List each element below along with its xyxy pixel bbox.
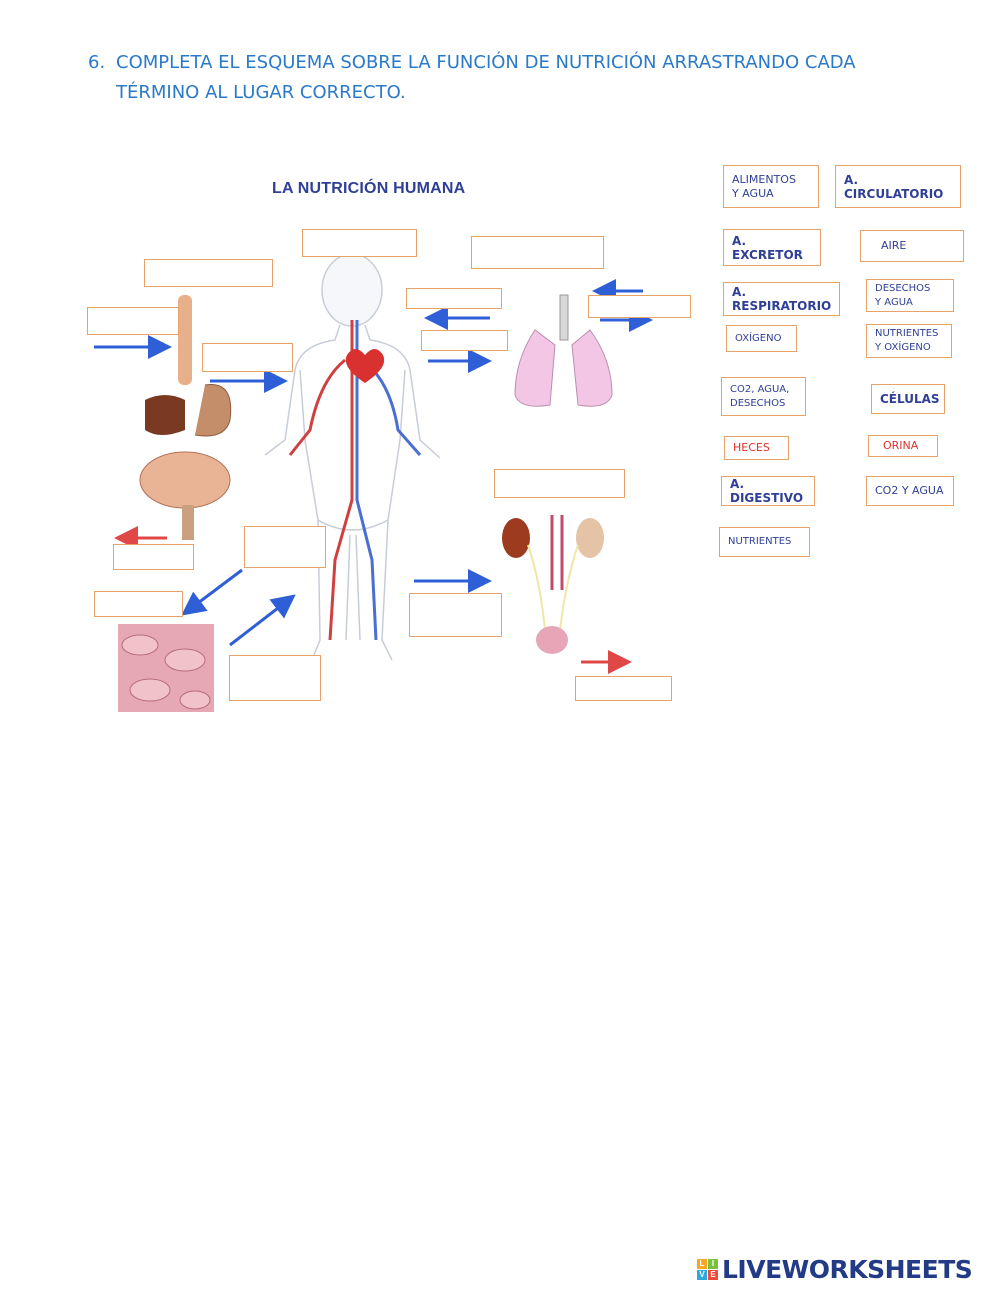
term-a-circulatorio[interactable]: A. CIRCULATORIO: [835, 165, 961, 208]
instruction-number: 6.: [88, 52, 106, 73]
term-co2-agua-desechos[interactable]: CO2, AGUA, DESECHOS: [721, 377, 806, 416]
drop-zone[interactable]: [471, 236, 604, 269]
instruction-text: COMPLETA EL ESQUEMA SOBRE LA FUNCIÓN DE …: [116, 52, 856, 103]
term-aire[interactable]: AIRE: [860, 230, 964, 262]
brand-name: LIVEWORKSHEETS: [722, 1255, 973, 1284]
drop-zone[interactable]: [202, 343, 293, 372]
term-a-respiratorio[interactable]: A. RESPIRATORIO: [723, 282, 840, 316]
digestive-system-illustration: [139, 295, 232, 540]
nutrition-diagram: [94, 253, 653, 712]
arrow-from-cells: [229, 594, 296, 647]
drop-zone[interactable]: [244, 526, 326, 568]
lungs-illustration: [514, 294, 613, 407]
drop-zone[interactable]: [229, 655, 321, 701]
term-a-excretor[interactable]: A. EXCRETOR: [723, 229, 821, 266]
term-alimentos-y-agua[interactable]: ALIMENTOS Y AGUA: [723, 165, 819, 208]
drop-zone[interactable]: [409, 593, 502, 637]
instruction: 6. COMPLETA EL ESQUEMA SOBRE LA FUNCIÓN …: [88, 48, 908, 108]
term-desechos-y-agua[interactable]: DESECHOS Y AGUA: [866, 279, 954, 312]
term-heces[interactable]: HECES: [724, 436, 789, 460]
drop-zone[interactable]: [144, 259, 273, 287]
drop-zone[interactable]: [421, 330, 508, 351]
term-celulas[interactable]: CÉLULAS: [871, 384, 945, 414]
drop-zone[interactable]: [94, 591, 183, 617]
drop-zone[interactable]: [302, 229, 417, 257]
drop-zone[interactable]: [494, 469, 625, 498]
drop-zone[interactable]: [406, 288, 502, 309]
term-oxigeno[interactable]: OXÍGENO: [726, 325, 797, 352]
cells-illustration: [118, 624, 214, 712]
term-nutrientes-y-oxigeno[interactable]: NUTRIENTES Y OXÍGENO: [866, 324, 952, 358]
drop-zone[interactable]: [575, 676, 672, 701]
arrow-to-cells: [181, 568, 243, 616]
term-nutrientes[interactable]: NUTRIENTES: [719, 527, 810, 557]
term-orina[interactable]: ORINA: [868, 435, 938, 457]
drop-zone[interactable]: [113, 544, 194, 570]
heart-icon: [345, 349, 385, 383]
drop-zone[interactable]: [588, 295, 691, 318]
diagram-title: LA NUTRICIÓN HUMANA: [272, 180, 466, 197]
term-co2-y-agua[interactable]: CO2 Y AGUA: [866, 476, 954, 506]
human-body-illustration: [264, 253, 441, 661]
term-a-digestivo[interactable]: A. DIGESTIVO: [721, 476, 815, 506]
kidneys-illustration: [502, 515, 604, 654]
drop-zone[interactable]: [87, 307, 179, 335]
